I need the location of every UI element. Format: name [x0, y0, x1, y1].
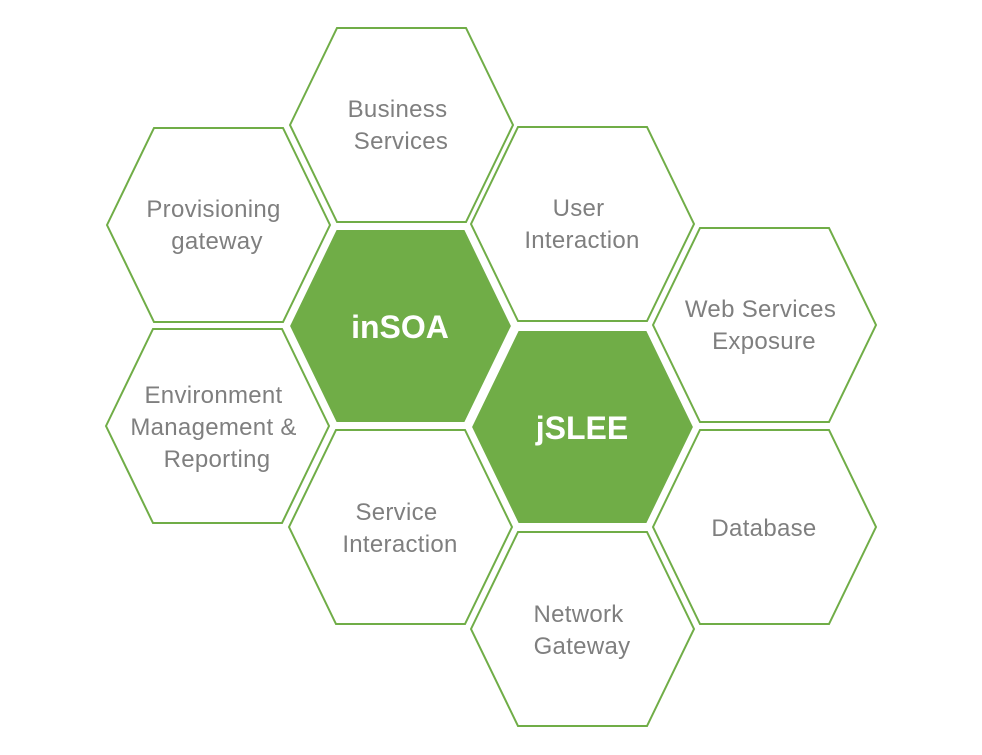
hex-insoa: inSOA	[287, 228, 514, 424]
hex-provisioning-gateway-line-1: Provisioning	[146, 196, 280, 223]
hex-jslee: jSLEE	[469, 329, 696, 525]
svg-text:Network Gateway: Network Gateway	[533, 601, 630, 660]
hex-environment-management-line-2: Management &	[130, 414, 296, 441]
hex-environment-management-line-3: Reporting	[164, 446, 271, 473]
hex-provisioning-gateway: Provisioning gateway	[105, 127, 332, 323]
hex-service-interaction: Service Interaction	[287, 429, 514, 625]
hex-web-services-exposure-line-2: Exposure	[712, 328, 816, 355]
svg-text:Environment Management &: Environment Management & Reporting	[130, 382, 303, 473]
hex-environment-management: Environment Management & Reporting	[104, 328, 331, 524]
hex-user-interaction-line-1: User	[553, 195, 605, 222]
svg-text:Provisioning gateway: Provisioning gateway	[146, 196, 287, 255]
svg-text:User Interaction: User Interaction	[524, 195, 639, 254]
hex-user-interaction: User Interaction	[469, 126, 696, 322]
hex-database-line-1: Database	[711, 515, 816, 542]
hex-service-interaction-line-2: Interaction	[342, 531, 457, 558]
hex-environment-management-line-1: Environment	[145, 382, 283, 409]
hex-business-services-line-1: Business	[348, 96, 448, 123]
hex-service-interaction-line-1: Service	[355, 499, 437, 526]
hex-business-services-line-2: Services	[354, 128, 448, 155]
hex-web-services-exposure: Web Services Exposure	[651, 227, 878, 423]
svg-text:Business Services: Business Services	[348, 96, 455, 155]
hex-database: Database	[651, 429, 878, 625]
hex-insoa-label: inSOA	[351, 309, 449, 345]
hex-jslee-label: jSLEE	[535, 410, 628, 446]
hex-provisioning-gateway-line-2: gateway	[171, 228, 263, 255]
svg-text:Service Interaction: Service Interaction	[342, 499, 457, 558]
hex-network-gateway: Network Gateway	[469, 531, 696, 727]
hex-network-gateway-line-1: Network	[533, 601, 624, 628]
hex-business-services: Business Services	[288, 27, 515, 223]
hex-network-gateway-line-2: Gateway	[534, 633, 631, 660]
hex-user-interaction-line-2: Interaction	[524, 227, 639, 254]
hex-web-services-exposure-line-1: Web Services	[685, 296, 836, 323]
svg-text:Database: Database	[711, 515, 816, 542]
svg-text:Web Services Exposure: Web Services Exposure	[685, 296, 843, 355]
